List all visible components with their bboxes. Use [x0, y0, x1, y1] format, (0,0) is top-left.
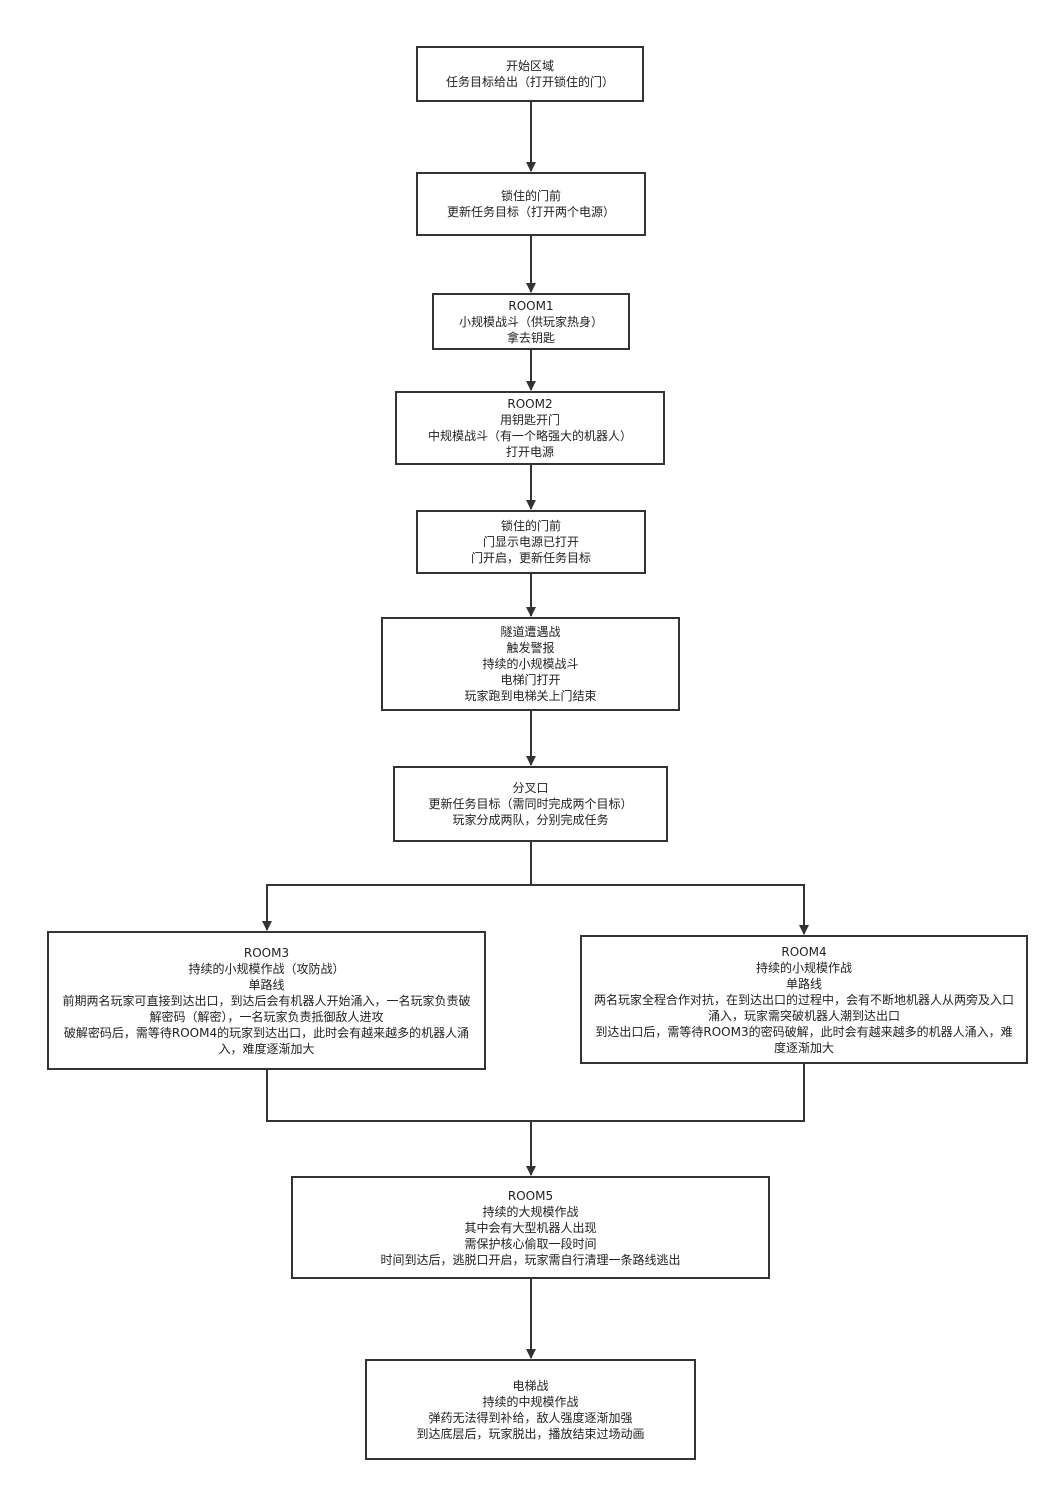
- node-line: 到达出口后，需等待ROOM3的密码破解，此时会有越来越多的机器人涌入，难度逐渐加…: [595, 1024, 1013, 1055]
- node-line: 两名玩家全程合作对抗，在到达出口的过程中，会有不断地机器人从两旁及入口涌入，玩家…: [593, 992, 1014, 1023]
- node-line: 中规模战斗（有一个略强大的机器人）: [427, 429, 632, 443]
- node-line: 锁住的门前: [500, 189, 561, 203]
- node-line: ROOM2: [507, 397, 553, 411]
- node-line: 持续的小规模作战（攻防战）: [188, 961, 345, 976]
- node-room1: ROOM1 小规模战斗（供玩家热身） 拿去钥匙: [432, 293, 630, 350]
- node-tunnel-encounter: 隧道遭遇战 触发警报 持续的小规模战斗 电梯门打开 玩家跑到电梯关上门结束: [381, 617, 680, 711]
- node-line: 弹药无法得到补给，敌人强度逐渐加强: [428, 1410, 633, 1425]
- node-line: 玩家分成两队，分别完成任务: [452, 813, 609, 827]
- node-line: 锁住的门前: [500, 519, 561, 533]
- node-line: 更新任务目标（需同时完成两个目标）: [428, 797, 633, 811]
- connector-room4-merge: [531, 1064, 805, 1122]
- node-room3: ROOM3 持续的小规模作战（攻防战） 单路线 前期两名玩家可直接到达出口，到达…: [47, 931, 486, 1070]
- node-line: 更新任务目标（打开两个电源）: [446, 205, 615, 219]
- node-room4: ROOM4 持续的小规模作战 单路线 两名玩家全程合作对抗，在到达出口的过程中，…: [580, 935, 1028, 1064]
- node-line: 持续的中规模作战: [482, 1394, 579, 1409]
- node-line: 电梯门打开: [500, 673, 561, 687]
- node-line: 单路线: [248, 977, 285, 992]
- node-line: 门开启，更新任务目标: [470, 551, 591, 565]
- node-line: 时间到达后，逃脱口开启，玩家需自行清理一条路线逃出: [380, 1252, 681, 1267]
- connector-room3-merge: [266, 1070, 531, 1122]
- node-room2: ROOM2 用钥匙开门 中规模战斗（有一个略强大的机器人） 打开电源: [395, 391, 665, 465]
- node-fork: 分叉口 更新任务目标（需同时完成两个目标） 玩家分成两队，分别完成任务: [393, 766, 668, 842]
- arrow-fork-to-room3: [262, 842, 532, 931]
- node-line: 电梯战: [512, 1378, 549, 1393]
- node-line: 到达底层后，玩家脱出，播放结束过场动画: [416, 1426, 645, 1441]
- node-locked-door-2: 锁住的门前 门显示电源已打开 门开启，更新任务目标: [416, 510, 646, 574]
- node-line: 破解密码后，需等待ROOM4的玩家到达出口，此时会有越来越多的机器人涌入，难度逐…: [63, 1025, 470, 1056]
- node-line: 隧道遭遇战: [500, 625, 561, 639]
- node-line: ROOM3: [243, 945, 290, 960]
- node-line: 其中会有大型机器人出现: [464, 1220, 597, 1235]
- node-line: 持续的大规模作战: [482, 1204, 579, 1219]
- node-line: ROOM5: [507, 1188, 554, 1203]
- arrow-fork-to-room4: [531, 884, 809, 935]
- node-line: 拿去钥匙: [506, 330, 555, 345]
- node-line: 持续的小规模战斗: [482, 657, 579, 671]
- node-line: 分叉口: [512, 781, 549, 795]
- node-line: 打开电源: [505, 445, 554, 459]
- node-line: 前期两名玩家可直接到达出口，到达后会有机器人开始涌入，一名玩家负责破解密码（解密…: [62, 993, 471, 1024]
- node-line: 玩家跑到电梯关上门结束: [464, 689, 597, 703]
- node-line: ROOM4: [781, 944, 827, 959]
- node-line: 小规模战斗（供玩家热身）: [458, 314, 603, 329]
- node-line: 任务目标给出（打开锁住的门）: [445, 75, 614, 89]
- node-start-area: 开始区域 任务目标给出（打开锁住的门）: [416, 46, 644, 102]
- node-line: 用钥匙开门: [499, 413, 560, 427]
- node-line: 开始区域: [505, 59, 554, 73]
- node-locked-door-1: 锁住的门前 更新任务目标（打开两个电源）: [416, 172, 646, 236]
- node-line: 单路线: [785, 976, 822, 991]
- node-line: 需保护核心偷取一段时间: [464, 1236, 597, 1251]
- node-elevator-battle: 电梯战 持续的中规模作战 弹药无法得到补给，敌人强度逐渐加强 到达底层后，玩家脱…: [365, 1359, 696, 1460]
- node-room5: ROOM5 持续的大规模作战 其中会有大型机器人出现 需保护核心偷取一段时间 时…: [291, 1176, 770, 1279]
- node-line: ROOM1: [508, 298, 554, 313]
- node-line: 触发警报: [506, 641, 555, 655]
- node-line: 门显示电源已打开: [482, 535, 579, 549]
- node-line: 持续的小规模作战: [755, 960, 852, 975]
